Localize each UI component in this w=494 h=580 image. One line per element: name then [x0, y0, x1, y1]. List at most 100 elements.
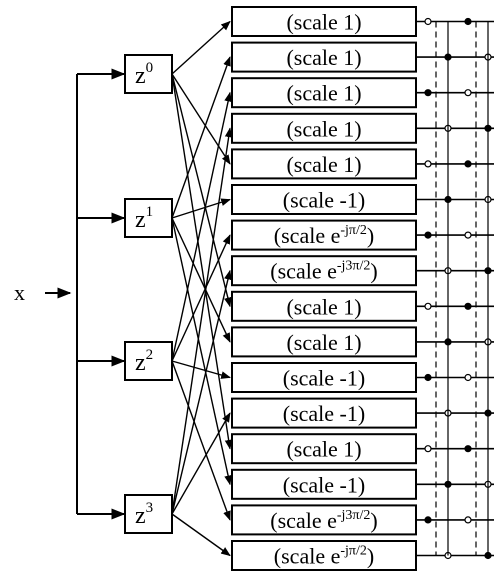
- scale-prefix: (scale 1: [286, 10, 354, 35]
- delay-base: z: [135, 207, 146, 233]
- scale-label: (scale 1): [286, 10, 361, 35]
- lattice-node: [424, 89, 432, 97]
- scale-prefix: (scale 1: [286, 437, 354, 462]
- lattice-node: [424, 445, 432, 453]
- scale-prefix: (scale 1: [286, 116, 354, 141]
- delay-to-scale-wire: [171, 20, 231, 75]
- signal-wires: [45, 68, 126, 520]
- scale-suffix: ): [354, 45, 361, 70]
- crossing-connections: [171, 20, 233, 557]
- scale-label: (scale 1): [286, 152, 361, 177]
- lattice-node: [424, 231, 432, 239]
- lattice-node: [464, 445, 472, 453]
- lattice-node: [464, 302, 472, 310]
- scale-block-2: [231, 77, 417, 109]
- scale-suffix: ): [367, 223, 374, 248]
- scale-label: (scale 1): [286, 116, 361, 141]
- scale-block-7: [231, 255, 417, 287]
- scale-prefix: (scale 1: [286, 81, 354, 106]
- scale-suffix: ): [354, 10, 361, 35]
- scale-suffix: ): [358, 401, 365, 426]
- scale-exponent: -j3π/2: [337, 508, 371, 523]
- lattice-node: [424, 17, 432, 26]
- scale-label: (scale 1): [286, 330, 361, 355]
- delay-to-scale-wire: [171, 198, 231, 219]
- delay-block-0: [124, 54, 173, 94]
- delay-to-scale-wire: [171, 73, 232, 308]
- lattice-node: [424, 373, 432, 382]
- delay-exponent: 1: [146, 204, 154, 220]
- scale-blocks: (scale 1)(scale 1)(scale 1)(scale 1)(sca…: [231, 6, 417, 571]
- delay-to-scale-wire: [171, 217, 231, 343]
- delay-to-scale-wire: [171, 412, 231, 515]
- scale-label: (scale -1): [283, 472, 365, 497]
- scale-suffix: ): [354, 152, 361, 177]
- lattice-node: [464, 516, 472, 524]
- scale-label: (scale e-jπ/2): [274, 544, 374, 569]
- scale-exponent: -j3π/2: [337, 259, 371, 274]
- delay-to-scale-wire: [171, 91, 232, 362]
- scale-prefix: (scale 1: [286, 45, 354, 70]
- delay-to-scale-wire: [171, 217, 232, 486]
- scale-prefix: (scale 1: [286, 294, 354, 319]
- delay-base: z: [135, 350, 146, 376]
- delay-block-1: [124, 198, 173, 238]
- scale-suffix: ): [358, 366, 365, 391]
- scale-block-14: [231, 504, 417, 536]
- delay-to-scale-wire: [171, 56, 231, 219]
- scale-label: (scale -1): [283, 188, 365, 213]
- lattice-node: [464, 89, 472, 97]
- scale-label: (scale 1): [286, 294, 361, 319]
- scale-prefix: (scale e: [270, 259, 337, 284]
- scale-suffix: ): [354, 81, 361, 106]
- scale-label: (scale e-jπ/2): [274, 223, 374, 248]
- scale-prefix: (scale e: [274, 223, 341, 248]
- delay-to-scale-wire: [171, 73, 233, 450]
- scale-label: (scale -1): [283, 366, 365, 391]
- delay-label: z1: [135, 204, 153, 233]
- scale-prefix: (scale -1: [283, 366, 358, 391]
- scale-block-15: [231, 540, 417, 571]
- delay-exponent: 3: [146, 500, 154, 516]
- delay-to-scale-wire: [171, 360, 231, 379]
- scale-prefix: (scale -1: [283, 472, 358, 497]
- scale-block-6: [231, 219, 417, 251]
- scale-prefix: (scale 1: [286, 330, 354, 355]
- lattice-node: [424, 302, 432, 310]
- scale-label: (scale 1): [286, 81, 361, 106]
- scale-suffix: ): [358, 188, 365, 213]
- scale-prefix: (scale -1: [283, 401, 358, 426]
- lattice-node: [464, 17, 472, 26]
- scale-suffix: ): [354, 437, 361, 462]
- output-lattice: [416, 17, 494, 560]
- scale-suffix: ): [354, 330, 361, 355]
- scale-block-4: [231, 148, 417, 180]
- scale-prefix: (scale -1: [283, 188, 358, 213]
- delay-exponent: 2: [146, 347, 154, 363]
- scale-label: (scale -1): [283, 401, 365, 426]
- scale-suffix: ): [354, 116, 361, 141]
- scale-suffix: ): [354, 294, 361, 319]
- delay-block-3: [124, 494, 173, 534]
- scale-block-8: [231, 290, 417, 322]
- lattice-node: [464, 373, 472, 382]
- delay-to-scale-wire: [171, 269, 232, 515]
- scale-exponent: -jπ/2: [340, 544, 367, 559]
- scale-label: (scale e-j3π/2): [270, 508, 377, 533]
- delay-label: z2: [135, 347, 153, 376]
- scale-label: (scale 1): [286, 437, 361, 462]
- scale-block-11: [231, 397, 417, 429]
- delay-to-scale-wire: [171, 73, 231, 165]
- delay-block-2: [124, 341, 173, 381]
- scale-suffix: ): [358, 472, 365, 497]
- delay-base: z: [135, 503, 146, 529]
- scale-suffix: ): [367, 544, 374, 569]
- delay-to-scale-wire: [171, 513, 231, 557]
- scale-label: (scale 1): [286, 45, 361, 70]
- lattice-node: [424, 160, 432, 168]
- scale-prefix: (scale 1: [286, 152, 354, 177]
- delay-to-scale-wire: [171, 127, 233, 515]
